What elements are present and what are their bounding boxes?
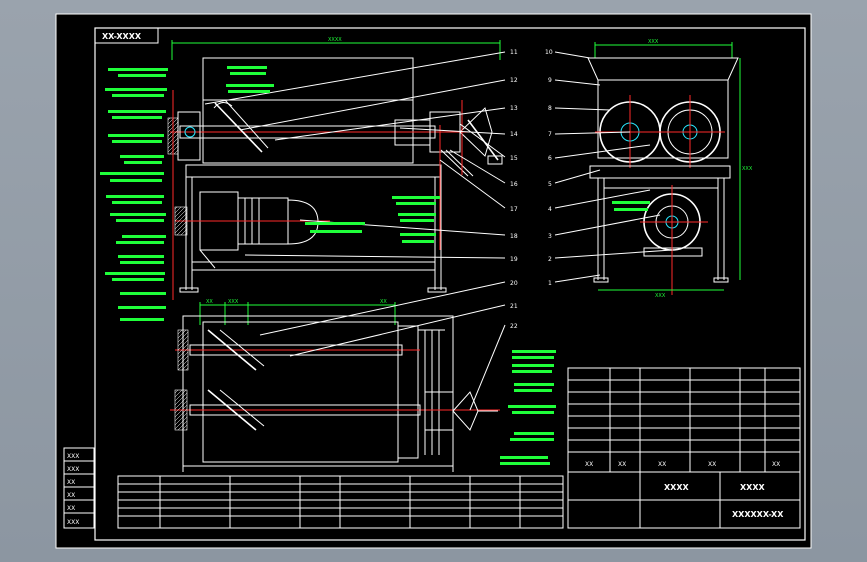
- front-part-no-1: 1: [548, 280, 552, 287]
- part-no-16: 16: [510, 181, 518, 188]
- title-header-1: XX: [585, 461, 593, 468]
- front-height-dim: XXX: [742, 166, 753, 172]
- overall-length-dim: XXXX: [328, 37, 342, 43]
- front-part-no-6: 6: [548, 155, 552, 162]
- left-strip-cell-5: XX: [67, 505, 75, 512]
- left-strip-table: XXX XXX XX XX XX XXX: [63, 447, 95, 529]
- annotation-callouts-left: [100, 68, 168, 321]
- title-block: XX XX XX XX XX XXXX XXXX XXXXXX-XX: [567, 367, 801, 529]
- corner-tag: XX-XXXX: [94, 27, 159, 44]
- part-no-21: 21: [510, 303, 518, 310]
- annotation-callouts-center: [226, 66, 650, 465]
- drawing-sheet: [55, 13, 812, 549]
- part-no-22: 22: [510, 323, 518, 330]
- part-numbers-front: 10 9 8 7 6 5 4 3 2 1: [545, 49, 553, 287]
- title-drawing-name: XXXX: [740, 483, 766, 492]
- part-numbers-right: 11 12 13 14 15 16 17 18 19 20 21 22: [510, 49, 518, 330]
- part-no-20: 20: [510, 280, 518, 287]
- part-no-15: 15: [510, 155, 518, 162]
- left-strip-cell-4: XX: [67, 492, 75, 499]
- top-width-dim: XXX: [648, 39, 659, 45]
- left-strip-cell-1: XXX: [67, 453, 79, 460]
- title-name-cell: XXXX: [664, 483, 690, 492]
- leader-lines: [204, 51, 673, 411]
- drawing-border: [94, 27, 806, 541]
- plan-dim-2: XXX: [228, 299, 239, 305]
- part-no-19: 19: [510, 256, 518, 263]
- front-part-no-9: 9: [548, 77, 552, 84]
- front-part-no-5: 5: [548, 181, 552, 188]
- title-header-2: XX: [618, 461, 626, 468]
- title-header-5: XX: [772, 461, 780, 468]
- part-no-12: 12: [510, 77, 518, 84]
- part-no-11: 11: [510, 49, 518, 56]
- front-part-no-2: 2: [548, 256, 552, 263]
- part-no-17: 17: [510, 206, 518, 213]
- front-part-no-8: 8: [548, 105, 552, 112]
- parts-list-table: [117, 475, 564, 529]
- front-part-no-7: 7: [548, 131, 552, 138]
- plan-dim-3: XX: [380, 299, 387, 305]
- plan-view: XX XXX XX: [170, 299, 500, 472]
- title-header-4: XX: [708, 461, 716, 468]
- front-part-no-4: 4: [548, 206, 552, 213]
- left-strip-cell-3: XX: [67, 479, 75, 486]
- title-drawing-code: XXXXXX-XX: [732, 510, 784, 519]
- front-part-no-10: 10: [545, 49, 553, 56]
- corner-tag-text: XX-XXXX: [102, 32, 142, 41]
- left-strip-cell-6: XXX: [67, 519, 79, 526]
- part-no-18: 18: [510, 233, 518, 240]
- plan-dim-1: XX: [206, 299, 213, 305]
- base-width-dim: XXX: [655, 293, 666, 299]
- front-part-no-3: 3: [548, 233, 552, 240]
- left-strip-cell-2: XXX: [67, 466, 79, 473]
- part-no-14: 14: [510, 131, 518, 138]
- part-no-13: 13: [510, 105, 518, 112]
- title-header-3: XX: [658, 461, 666, 468]
- elevation-view: XXXX: [167, 37, 503, 300]
